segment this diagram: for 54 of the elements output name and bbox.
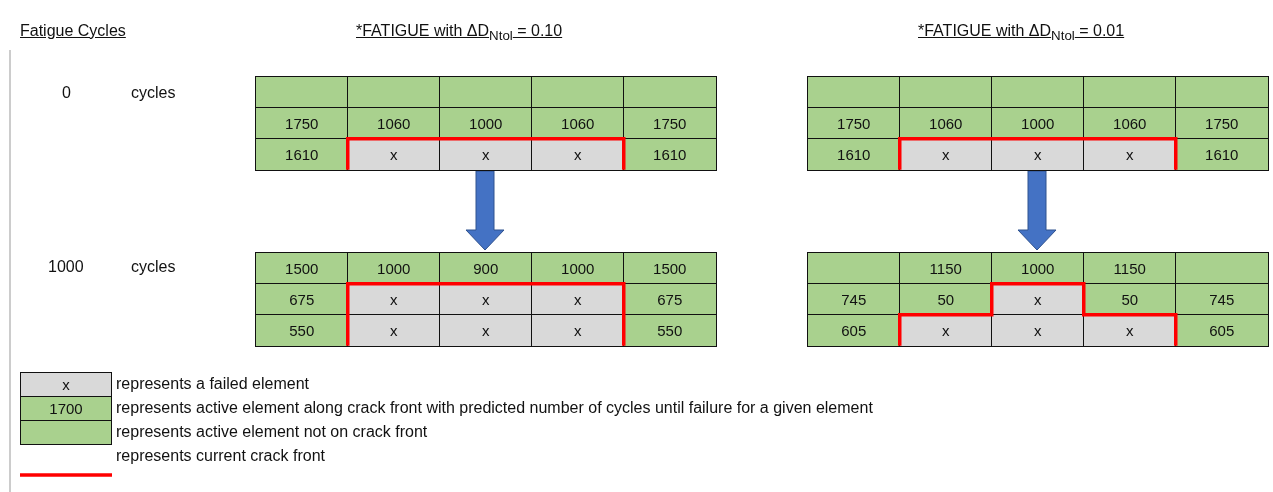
cycle-count-cell: 1610 [255,138,349,171]
cycle-count-cell: 605 [1175,314,1269,347]
cycle-count-cell: 675 [255,283,349,316]
cycle-count-cell: 605 [807,314,901,347]
axis-heading: Fatigue Cycles [20,22,126,40]
cycle-count-cell: 1060 [347,107,441,140]
cycle-count-cell: 1750 [623,107,717,140]
cycle-count-cell: 1060 [899,107,993,140]
cycle-count-cell: 1610 [623,138,717,171]
legend-swatch: x [20,372,112,397]
element-grid [255,76,715,169]
cycle-count-cell: 1150 [899,252,993,285]
cycle-unit: cycles [131,258,176,276]
column-heading: *FATIGUE with ΔD$_{Ntol}$ = 0.01 [918,22,1125,44]
cycle-count-cell: 1610 [1175,138,1269,171]
cycle-count-cell: 550 [255,314,349,347]
cycle-count-cell: 1000 [531,252,625,285]
cycle-count-cell: 1060 [1083,107,1177,140]
failed-element-cell: x [347,314,441,347]
cycle-count-cell: 1750 [1175,107,1269,140]
cycle-count-cell: 50 [899,283,993,316]
cycle-count-cell: 675 [623,283,717,316]
failed-element-cell: x [991,314,1085,347]
cycle-count-cell: 900 [439,252,533,285]
failed-element-cell: x [439,314,533,347]
cycle-count-cell: 1500 [623,252,717,285]
cycle-count-cell: 1500 [255,252,349,285]
cycle-count-cell: 745 [807,283,901,316]
cycle-count-cell: 1000 [991,252,1085,285]
arrow [465,170,505,251]
column-heading: *FATIGUE with ΔD$_{Ntol}$ = 0.10 [356,22,563,44]
cycle-count-cell: 550 [623,314,717,347]
element-grid [807,252,1267,345]
legend-text: represents a failed element [116,375,309,393]
cycle-count-cell: 1750 [807,107,901,140]
cycle-count-cell: 1000 [991,107,1085,140]
legend-text: represents current crack front [116,447,325,465]
cycle-count-cell: 1060 [531,107,625,140]
arrow [1017,170,1057,251]
legend-swatch: 1700 [20,396,112,421]
element-grid [807,76,1267,169]
cycle-count-cell: 1000 [347,252,441,285]
cycle-count-cell: 1610 [807,138,901,171]
cycle-unit: cycles [131,84,176,102]
legend-text: represents active element along crack front with predicted number of cycles until failure for a given element [116,399,873,417]
cycle-number: 1000 [48,258,84,276]
cycle-count-cell: 1750 [255,107,349,140]
cycle-count-cell: 1000 [439,107,533,140]
cycle-count-cell: 1150 [1083,252,1177,285]
cycle-number: 0 [62,84,71,102]
element-grid [255,252,715,345]
cycle-count-cell: 745 [1175,283,1269,316]
legend-text: represents active element not on crack front [116,423,428,441]
failed-element-cell: x [531,314,625,347]
